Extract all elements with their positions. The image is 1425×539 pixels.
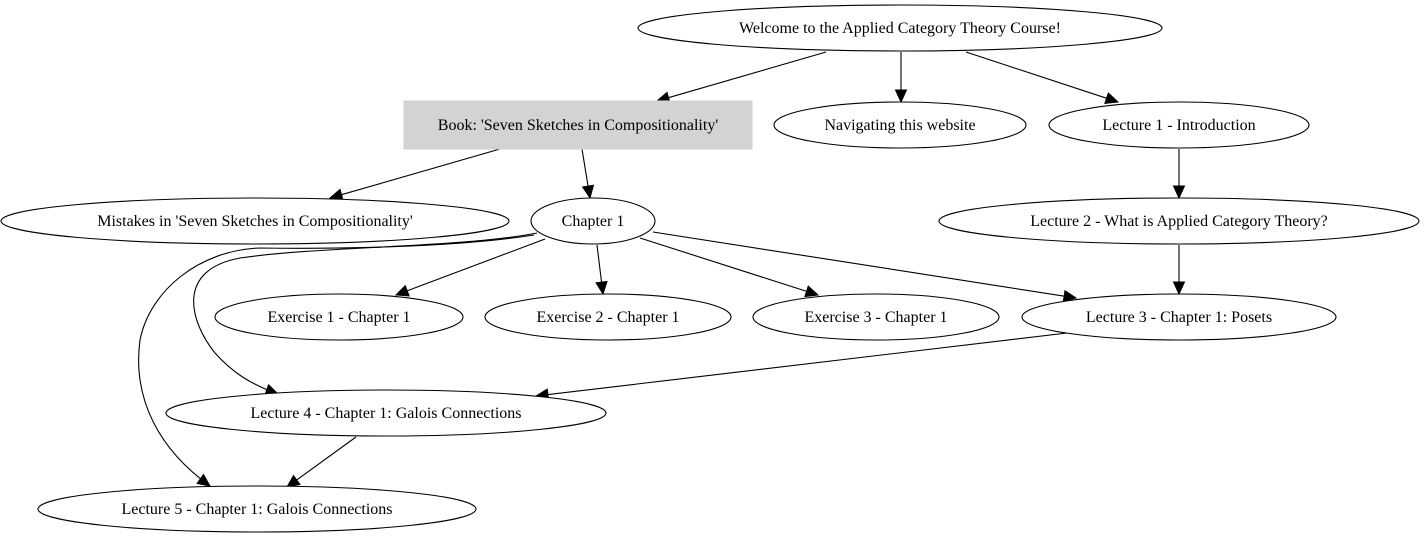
edge-lecture1-to-lecture2 bbox=[1172, 149, 1186, 200]
node-welcome: Welcome to the Applied Category Theory C… bbox=[637, 4, 1163, 52]
edge-book-to-chapter1 bbox=[581, 148, 595, 200]
node-mistakes: Mistakes in 'Seven Sketches in Compositi… bbox=[0, 197, 510, 245]
edge-chapter1-to-exercise3 bbox=[639, 237, 820, 298]
node-navigating: Navigating this website bbox=[773, 101, 1027, 149]
node-box bbox=[403, 100, 753, 150]
edge-line bbox=[406, 238, 546, 292]
node-label: Lecture 2 - What is Applied Category The… bbox=[1030, 213, 1328, 230]
node-chapter1: Chapter 1 bbox=[530, 197, 656, 245]
arrowhead bbox=[595, 280, 608, 296]
edges-layer bbox=[138, 51, 1186, 488]
node-label: Navigating this website bbox=[824, 117, 975, 134]
node-ellipse bbox=[1021, 293, 1337, 341]
edge-welcome-to-book bbox=[655, 51, 827, 104]
edge-welcome-to-lecture1 bbox=[965, 51, 1120, 105]
node-ellipse bbox=[938, 197, 1420, 245]
arrowhead bbox=[804, 285, 820, 298]
node-ellipse bbox=[484, 293, 732, 341]
edge-line bbox=[546, 332, 1068, 396]
node-exercise3: Exercise 3 - Chapter 1 bbox=[752, 293, 1000, 341]
node-ellipse bbox=[1048, 101, 1310, 149]
node-exercise2: Exercise 2 - Chapter 1 bbox=[484, 293, 732, 341]
node-ellipse bbox=[530, 197, 656, 245]
nodes-layer: Welcome to the Applied Category Theory C… bbox=[0, 4, 1420, 533]
edge-line bbox=[340, 148, 501, 196]
arrowhead bbox=[286, 474, 301, 488]
node-lecture4: Lecture 4 - Chapter 1: Galois Connection… bbox=[165, 389, 607, 437]
node-label: Exercise 2 - Chapter 1 bbox=[536, 309, 679, 326]
edge-line bbox=[596, 244, 603, 284]
node-lecture3: Lecture 3 - Chapter 1: Posets bbox=[1021, 293, 1337, 341]
node-ellipse bbox=[214, 293, 464, 341]
edge-chapter1-to-exercise2 bbox=[595, 244, 608, 296]
node-label: Book: 'Seven Sketches in Compositionalit… bbox=[438, 117, 719, 134]
node-lecture5: Lecture 5 - Chapter 1: Galois Connection… bbox=[37, 485, 477, 533]
edge-lecture4-to-lecture5 bbox=[286, 436, 357, 488]
node-label: Lecture 4 - Chapter 1: Galois Connection… bbox=[250, 405, 521, 422]
node-lecture2: Lecture 2 - What is Applied Category The… bbox=[938, 197, 1420, 245]
arrowhead bbox=[1172, 185, 1186, 200]
node-label: Lecture 1 - Introduction bbox=[1102, 117, 1255, 134]
node-label: Chapter 1 bbox=[562, 213, 625, 230]
edge-line bbox=[193, 232, 538, 395]
edge-lecture3-to-lecture4 bbox=[534, 332, 1068, 401]
edge-line bbox=[639, 237, 808, 293]
edge-line bbox=[652, 231, 1066, 297]
node-lecture1: Lecture 1 - Introduction bbox=[1048, 101, 1310, 149]
arrowhead bbox=[394, 284, 410, 297]
edge-chapter1-to-lecture3 bbox=[652, 231, 1078, 303]
node-ellipse bbox=[37, 485, 477, 533]
node-ellipse bbox=[773, 101, 1027, 149]
node-label: Exercise 3 - Chapter 1 bbox=[804, 309, 947, 326]
arrowhead bbox=[1062, 289, 1078, 303]
edge-line bbox=[667, 51, 827, 99]
node-label: Lecture 5 - Chapter 1: Galois Connection… bbox=[121, 501, 392, 518]
node-label: Welcome to the Applied Category Theory C… bbox=[739, 20, 1061, 37]
edge-line bbox=[965, 51, 1108, 100]
arrowhead bbox=[894, 89, 908, 104]
node-ellipse bbox=[637, 4, 1163, 52]
edge-line bbox=[138, 234, 535, 487]
arrowhead bbox=[581, 184, 595, 200]
arrowhead bbox=[1104, 92, 1120, 105]
arrowhead bbox=[328, 188, 344, 201]
edge-lecture2-to-lecture3 bbox=[1172, 245, 1186, 296]
edge-chapter1-to-lecture5 bbox=[138, 234, 535, 487]
edge-line bbox=[581, 148, 589, 188]
node-book: Book: 'Seven Sketches in Compositionalit… bbox=[403, 100, 753, 150]
node-label: Lecture 3 - Chapter 1: Posets bbox=[1086, 309, 1272, 326]
node-ellipse bbox=[165, 389, 607, 437]
node-label: Mistakes in 'Seven Sketches in Compositi… bbox=[97, 213, 413, 230]
node-label: Exercise 1 - Chapter 1 bbox=[267, 309, 410, 326]
node-ellipse bbox=[0, 197, 510, 245]
arrowhead bbox=[196, 473, 211, 487]
node-ellipse bbox=[752, 293, 1000, 341]
arrowhead bbox=[1172, 281, 1186, 296]
edge-chapter1-to-exercise1 bbox=[394, 238, 546, 297]
edge-welcome-to-navigating bbox=[894, 52, 908, 104]
edge-book-to-mistakes bbox=[328, 148, 501, 201]
edge-line bbox=[295, 436, 357, 481]
node-exercise1: Exercise 1 - Chapter 1 bbox=[214, 293, 464, 341]
